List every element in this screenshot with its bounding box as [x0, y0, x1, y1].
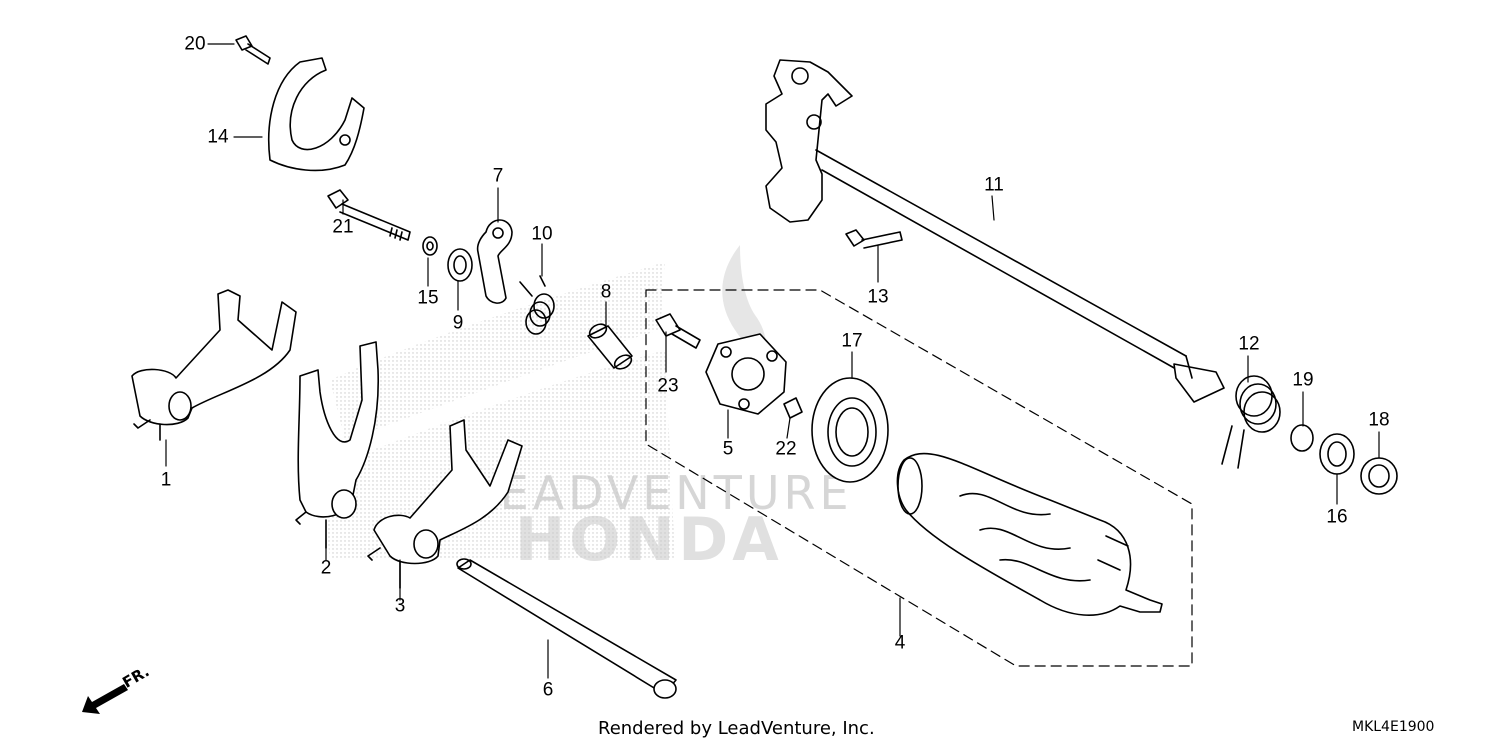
callout-3: 3 [394, 595, 406, 617]
part-6-fork-shaft [456, 558, 677, 699]
part-11-shift-spindle [765, 59, 1225, 403]
part-16-washer [1319, 433, 1355, 475]
part-14-bracket [267, 57, 365, 172]
diagram-code: MKL4E1900 [1352, 719, 1435, 735]
part-7-stopper-arm [476, 219, 513, 304]
callout-19: 19 [1292, 369, 1314, 391]
front-arrow-icon [82, 684, 128, 714]
callout-10: 10 [531, 223, 553, 245]
part-15-washer [422, 236, 438, 256]
callout-14: 14 [207, 126, 229, 148]
callout-12: 12 [1238, 333, 1260, 355]
part-21-bolt [327, 189, 411, 241]
callout-4: 4 [894, 632, 906, 654]
callout-15: 15 [417, 287, 439, 309]
part-13-bolt [845, 229, 903, 249]
callout-9: 9 [452, 312, 464, 334]
callout-1: 1 [160, 469, 172, 491]
callout-7: 7 [492, 165, 504, 187]
part-19-circlip [1290, 424, 1314, 452]
callout-2: 2 [320, 557, 332, 579]
callout-8: 8 [600, 281, 612, 303]
part-5-drum-center [705, 333, 787, 415]
part-10-spring [519, 275, 555, 335]
part-22-pin [783, 397, 803, 419]
part-2-shift-fork [295, 341, 380, 549]
callout-13: 13 [867, 286, 889, 308]
part-17-bearing [811, 377, 889, 483]
part-9-seal [447, 248, 473, 282]
watermark-wing [320, 262, 675, 560]
callout-22: 22 [775, 438, 797, 460]
part-12-return-spring [1221, 375, 1281, 469]
leader-lines [165, 43, 1380, 679]
callout-16: 16 [1326, 506, 1348, 528]
callout-5: 5 [722, 438, 734, 460]
callout-20: 20 [184, 33, 206, 55]
callout-21: 21 [332, 216, 354, 238]
footer-credit: Rendered by LeadVenture, Inc. [598, 718, 875, 739]
part-20-bolt [235, 35, 271, 65]
part-18-seal [1360, 457, 1398, 495]
part-4-shift-drum [896, 452, 1163, 616]
part-23-bolt [655, 313, 701, 349]
callout-11: 11 [984, 174, 1004, 196]
part-1-shift-fork [131, 289, 297, 441]
callout-18: 18 [1368, 409, 1390, 431]
callout-17: 17 [841, 330, 863, 352]
callout-23: 23 [657, 375, 679, 397]
callout-6: 6 [542, 679, 554, 701]
